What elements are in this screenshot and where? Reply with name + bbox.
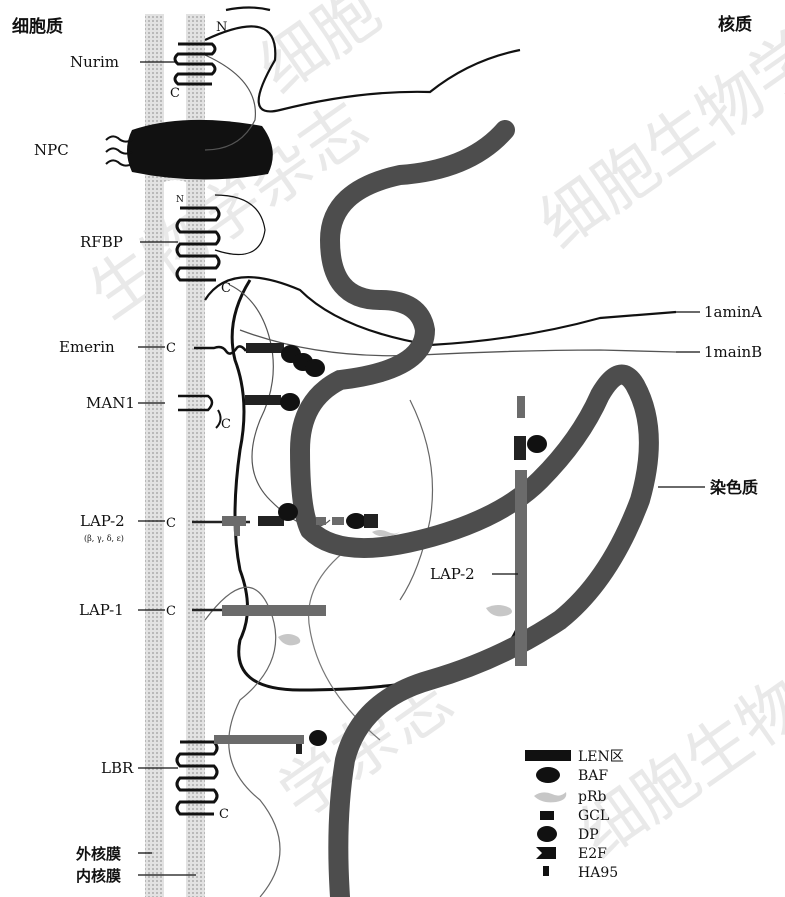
lap1-protein	[192, 605, 326, 645]
cytoplasm-label: 细胞质	[12, 16, 63, 37]
rfbp-c-terminus: C	[221, 281, 231, 296]
ellipse-icon	[536, 767, 560, 783]
baf	[305, 359, 325, 377]
lap2-nucleoplasmic-label: LAP-2	[430, 565, 475, 583]
speckle-icon	[534, 792, 566, 802]
notched-block-icon	[536, 847, 556, 859]
nurim-label: Nurim	[70, 53, 119, 71]
man1-label: MAN1	[86, 394, 135, 412]
lamin-a-filament	[205, 277, 676, 345]
watermark-text: 细胞生物学杂志	[527, 0, 785, 263]
legend-label: GCL	[578, 808, 609, 824]
lamin-filament-thin	[400, 400, 433, 600]
dp	[527, 435, 547, 453]
e2f	[364, 514, 378, 528]
emerin-label: Emerin	[59, 338, 115, 356]
bar-icon	[525, 750, 571, 761]
legend-label: BAF	[578, 768, 608, 784]
emerin-c-terminus: C	[166, 341, 176, 356]
chromatin-label: 染色质	[709, 478, 758, 497]
lbr-label: LBR	[101, 759, 134, 777]
legend-label: DP	[578, 827, 599, 843]
nuclear-pore-complex	[106, 120, 273, 180]
rfbp-label: RFBP	[80, 233, 123, 251]
legend-label: E2F	[578, 846, 607, 862]
lap1-label: LAP-1	[79, 601, 124, 619]
lap2-membrane-label: LAP-2	[80, 512, 125, 530]
lap1-c-terminus: C	[166, 604, 176, 619]
nucleoplasm-label: 核质	[718, 14, 752, 35]
baf	[280, 393, 300, 411]
legend-label: pRb	[578, 789, 607, 805]
prb	[278, 634, 300, 645]
legend-label: HA95	[578, 865, 618, 881]
outer-membrane-label: 外核膜	[75, 845, 121, 863]
e2f	[514, 436, 526, 460]
baf	[309, 730, 327, 746]
small-bar-icon	[540, 811, 554, 820]
tick-icon	[543, 866, 549, 876]
inner-membrane-label: 内核膜	[76, 867, 121, 885]
len-domain	[246, 343, 284, 353]
npc-label: NPC	[34, 141, 69, 159]
lap2-c-terminus: C	[166, 516, 176, 531]
lamin-b-label: 1mainB	[704, 343, 762, 361]
lbr-c-terminus: C	[219, 807, 229, 822]
man1-c-terminus: C	[221, 417, 231, 432]
legend-label: LEN区	[578, 749, 624, 765]
dp	[346, 513, 366, 529]
lamin-a-label: 1aminA	[704, 303, 762, 321]
rfbp-n-terminus: N	[176, 195, 184, 205]
nurim-c-terminus: C	[170, 86, 180, 101]
baf	[278, 503, 298, 521]
rfbp-protein	[177, 208, 219, 280]
lap2-isoforms-label: (β, γ, δ, ε)	[84, 534, 124, 543]
len-domain	[245, 395, 281, 405]
ellipse-icon	[537, 826, 557, 842]
nurim-n-terminus: N	[216, 20, 227, 35]
prb	[486, 605, 512, 616]
watermark-text: 细胞	[247, 0, 394, 108]
